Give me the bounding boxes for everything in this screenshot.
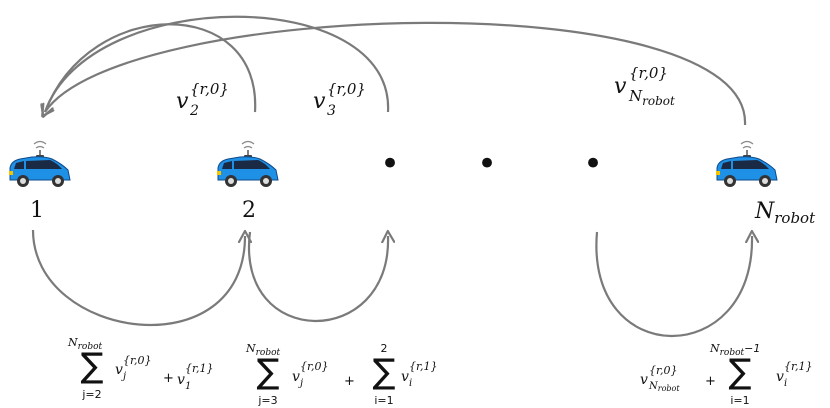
svg-text:j=3: j=3 (257, 394, 277, 407)
arc-bottom-1-to-2 (31, 230, 245, 327)
svg-text:{r,1}: {r,1} (185, 362, 214, 375)
svg-text:Nrobot: Nrobot (67, 336, 103, 352)
svg-text:v: v (614, 74, 627, 99)
svg-text:i: i (784, 378, 787, 389)
svg-text:v: v (115, 362, 123, 378)
robot-2-car-icon (216, 140, 279, 188)
svg-text:2: 2 (381, 342, 388, 355)
svg-text:{r,0}: {r,0} (629, 64, 668, 82)
arc-top-from-3 (45, 15, 390, 112)
top-label-vn: v Nrobot {r,0} (614, 64, 675, 108)
svg-text:v: v (401, 369, 409, 385)
arc-bottom-to-n (595, 232, 752, 338)
robot-n-label: Nrobot (754, 199, 816, 227)
formula-3: v Nrobot {r,0} + Nrobot−1 ∑ i=1 v i {r,1… (640, 342, 813, 407)
ellipsis-dot-3: • (583, 144, 603, 184)
svg-text:v: v (292, 369, 300, 385)
svg-text:Nrobot: Nrobot (648, 381, 680, 393)
robot-1-car-icon (8, 140, 71, 188)
svg-text:2: 2 (189, 103, 199, 119)
svg-text:3: 3 (327, 103, 336, 119)
ellipsis-dot-1: • (380, 144, 400, 184)
arc-bottom-2-to-3 (247, 232, 388, 323)
svg-text:∑: ∑ (257, 352, 280, 392)
svg-text:{r,0}: {r,0} (649, 364, 678, 377)
svg-text:j=2: j=2 (81, 388, 101, 401)
arc-top-from-n (45, 21, 747, 126)
svg-text:1: 1 (185, 381, 191, 392)
svg-text:+: + (344, 374, 355, 389)
svg-text:i=1: i=1 (374, 394, 393, 407)
svg-text:∑: ∑ (729, 352, 752, 392)
svg-text:v: v (177, 372, 185, 388)
svg-text:{r,1}: {r,1} (784, 360, 813, 373)
formula-1: Nrobot ∑ j=2 v j {r,0} + v 1 {r,1} (67, 336, 214, 401)
robot-2-label: 2 (242, 198, 256, 223)
svg-text:v: v (313, 89, 326, 114)
svg-text:v: v (176, 89, 189, 114)
svg-text:∑: ∑ (81, 346, 104, 386)
ellipsis-dot-2: • (477, 144, 497, 184)
svg-text:v: v (776, 369, 784, 385)
svg-text:{r,0}: {r,0} (327, 80, 366, 98)
svg-text:j: j (121, 371, 126, 382)
svg-text:+: + (163, 371, 174, 386)
formula-2: Nrobot ∑ j=3 v j {r,0} + 2 ∑ i=1 v i {r,… (245, 342, 438, 407)
svg-text:Nrobot: Nrobot (245, 342, 281, 358)
svg-text:i=1: i=1 (730, 394, 749, 407)
robot-1-label: 1 (30, 198, 44, 223)
svg-text:+: + (705, 374, 716, 389)
svg-text:Nrobot−1: Nrobot−1 (709, 342, 760, 358)
svg-text:i: i (409, 378, 412, 389)
svg-text:{r,1}: {r,1} (409, 360, 438, 373)
robot-n-car-icon (715, 140, 778, 188)
svg-text:{r,0}: {r,0} (190, 80, 229, 98)
svg-text:{r,0}: {r,0} (300, 360, 329, 373)
svg-text:Nrobot: Nrobot (628, 87, 675, 108)
svg-text:j: j (298, 378, 303, 389)
svg-text:∑: ∑ (373, 352, 396, 392)
top-label-v3: v 3 {r,0} (313, 80, 366, 119)
svg-text:{r,0}: {r,0} (123, 354, 152, 367)
svg-text:v: v (640, 372, 648, 388)
top-label-v2: v 2 {r,0} (176, 80, 229, 119)
